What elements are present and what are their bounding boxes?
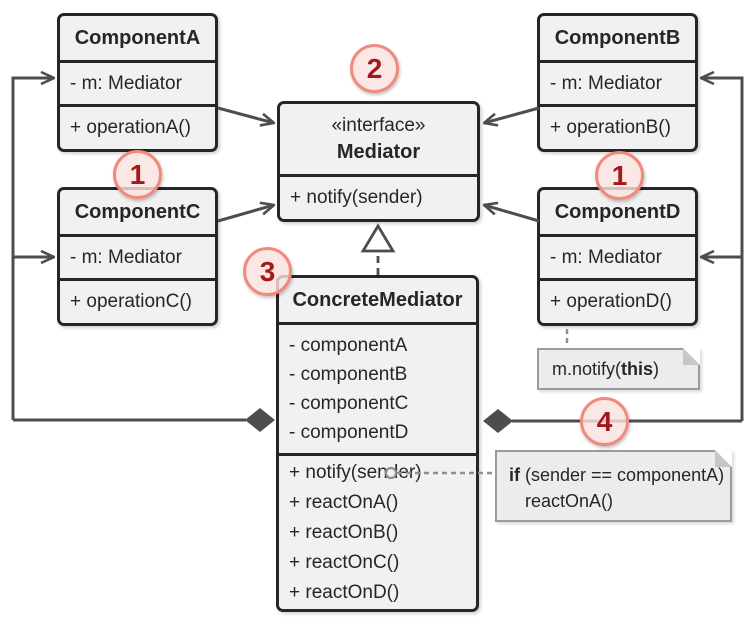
- method-row: + reactOnB(): [289, 521, 399, 543]
- interface-mediator: «interface» Mediator + notify(sender): [277, 101, 480, 222]
- methods-section: + operationB(): [540, 104, 695, 149]
- stereotype-label: «interface»: [331, 114, 426, 136]
- attribute-row: - componentA: [289, 335, 408, 356]
- class-title: ComponentC: [74, 200, 201, 223]
- attribute-row: - componentC: [289, 393, 409, 414]
- interface-header: «interface» Mediator: [280, 104, 477, 174]
- note-line-1: if (sender == componentA): [509, 462, 730, 488]
- attribute-row: - componentB: [289, 364, 408, 385]
- composition-diamond-right: [483, 409, 513, 433]
- realization-triangle-icon: [360, 223, 396, 253]
- method-row: + notify(sender): [289, 461, 422, 483]
- step-badge-1-left: 1: [113, 150, 162, 199]
- attribute-row: - m: Mediator: [70, 247, 182, 268]
- composition-diamond-left: [245, 408, 275, 432]
- arrow-d-to-mediator: [484, 205, 540, 223]
- attributes-section: - m: Mediator: [540, 60, 695, 104]
- note-fold-icon: [683, 348, 700, 365]
- step-badge-4: 4: [580, 397, 629, 446]
- attributes-section: - m: Mediator: [540, 234, 695, 278]
- note-if-reaction: if (sender == componentA) reactOnA(): [495, 450, 732, 522]
- note-text: ): [653, 359, 660, 379]
- methods-section: + notify(sender) + reactOnA() + reactOnB…: [279, 453, 476, 609]
- note-line-2: reactOnA(): [525, 491, 614, 511]
- class-component-d: ComponentD - m: Mediator + operationD(): [537, 187, 698, 326]
- class-title: Mediator: [336, 140, 421, 163]
- note-text: (sender == componentA): [520, 465, 725, 485]
- class-title: ComponentA: [74, 26, 201, 49]
- attribute-row: - m: Mediator: [550, 73, 662, 94]
- method-row: + reactOnC(): [289, 551, 400, 573]
- step-badge-2: 2: [350, 44, 399, 93]
- class-component-b: ComponentB - m: Mediator + operationB(): [537, 13, 698, 152]
- arrow-c-to-mediator: [217, 205, 274, 223]
- method-row: + operationA(): [70, 117, 191, 138]
- attributes-section: - componentA - componentB - componentC -…: [279, 322, 476, 453]
- class-component-c: ComponentC - m: Mediator + operationC(): [57, 187, 218, 326]
- methods-section: + operationA(): [60, 104, 215, 149]
- note-text: m.notify(: [552, 359, 622, 379]
- step-badge-1-right: 1: [595, 151, 644, 200]
- arrow-a-to-mediator: [217, 106, 274, 123]
- method-row: + reactOnA(): [289, 491, 399, 513]
- note-fold-icon: [715, 450, 732, 467]
- attributes-section: - m: Mediator: [60, 60, 215, 104]
- methods-section: + operationD(): [540, 278, 695, 323]
- method-row: + operationD(): [550, 291, 672, 312]
- note-m-notify: m.notify(this): [537, 348, 700, 390]
- attribute-row: - m: Mediator: [550, 247, 662, 268]
- class-title: ComponentB: [554, 26, 681, 49]
- attribute-row: - m: Mediator: [70, 73, 182, 94]
- methods-section: + notify(sender): [280, 174, 477, 219]
- attributes-section: - m: Mediator: [60, 234, 215, 278]
- method-row: + notify(sender): [290, 187, 423, 208]
- method-row: + operationB(): [550, 117, 671, 138]
- step-badge-3: 3: [243, 247, 292, 296]
- methods-section: + operationC(): [60, 278, 215, 323]
- method-row: + operationC(): [70, 291, 192, 312]
- attribute-row: - componentD: [289, 422, 409, 443]
- note-text-bold: if: [509, 465, 520, 485]
- class-title: ConcreteMediator: [292, 288, 463, 311]
- note-text-bold: this: [621, 359, 654, 379]
- class-concrete-mediator: ConcreteMediator - componentA - componen…: [276, 275, 479, 612]
- class-component-a: ComponentA - m: Mediator + operationA(): [57, 13, 218, 152]
- class-title: ComponentD: [554, 200, 681, 223]
- arrow-b-to-mediator: [484, 106, 540, 123]
- method-row: + reactOnD(): [289, 581, 400, 603]
